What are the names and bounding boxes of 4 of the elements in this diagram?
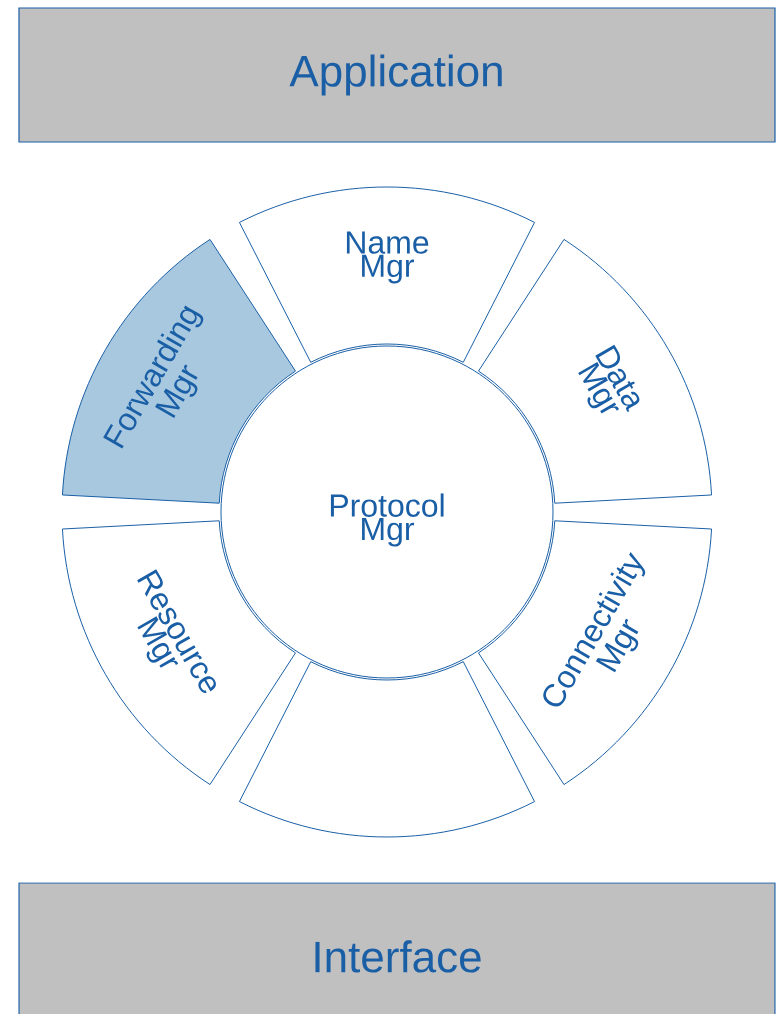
ring-segment (238, 661, 536, 838)
ring-segment: Name Mgr (238, 186, 536, 363)
layer-box: Interface (18, 882, 776, 1014)
layer-box: Application (18, 7, 776, 143)
